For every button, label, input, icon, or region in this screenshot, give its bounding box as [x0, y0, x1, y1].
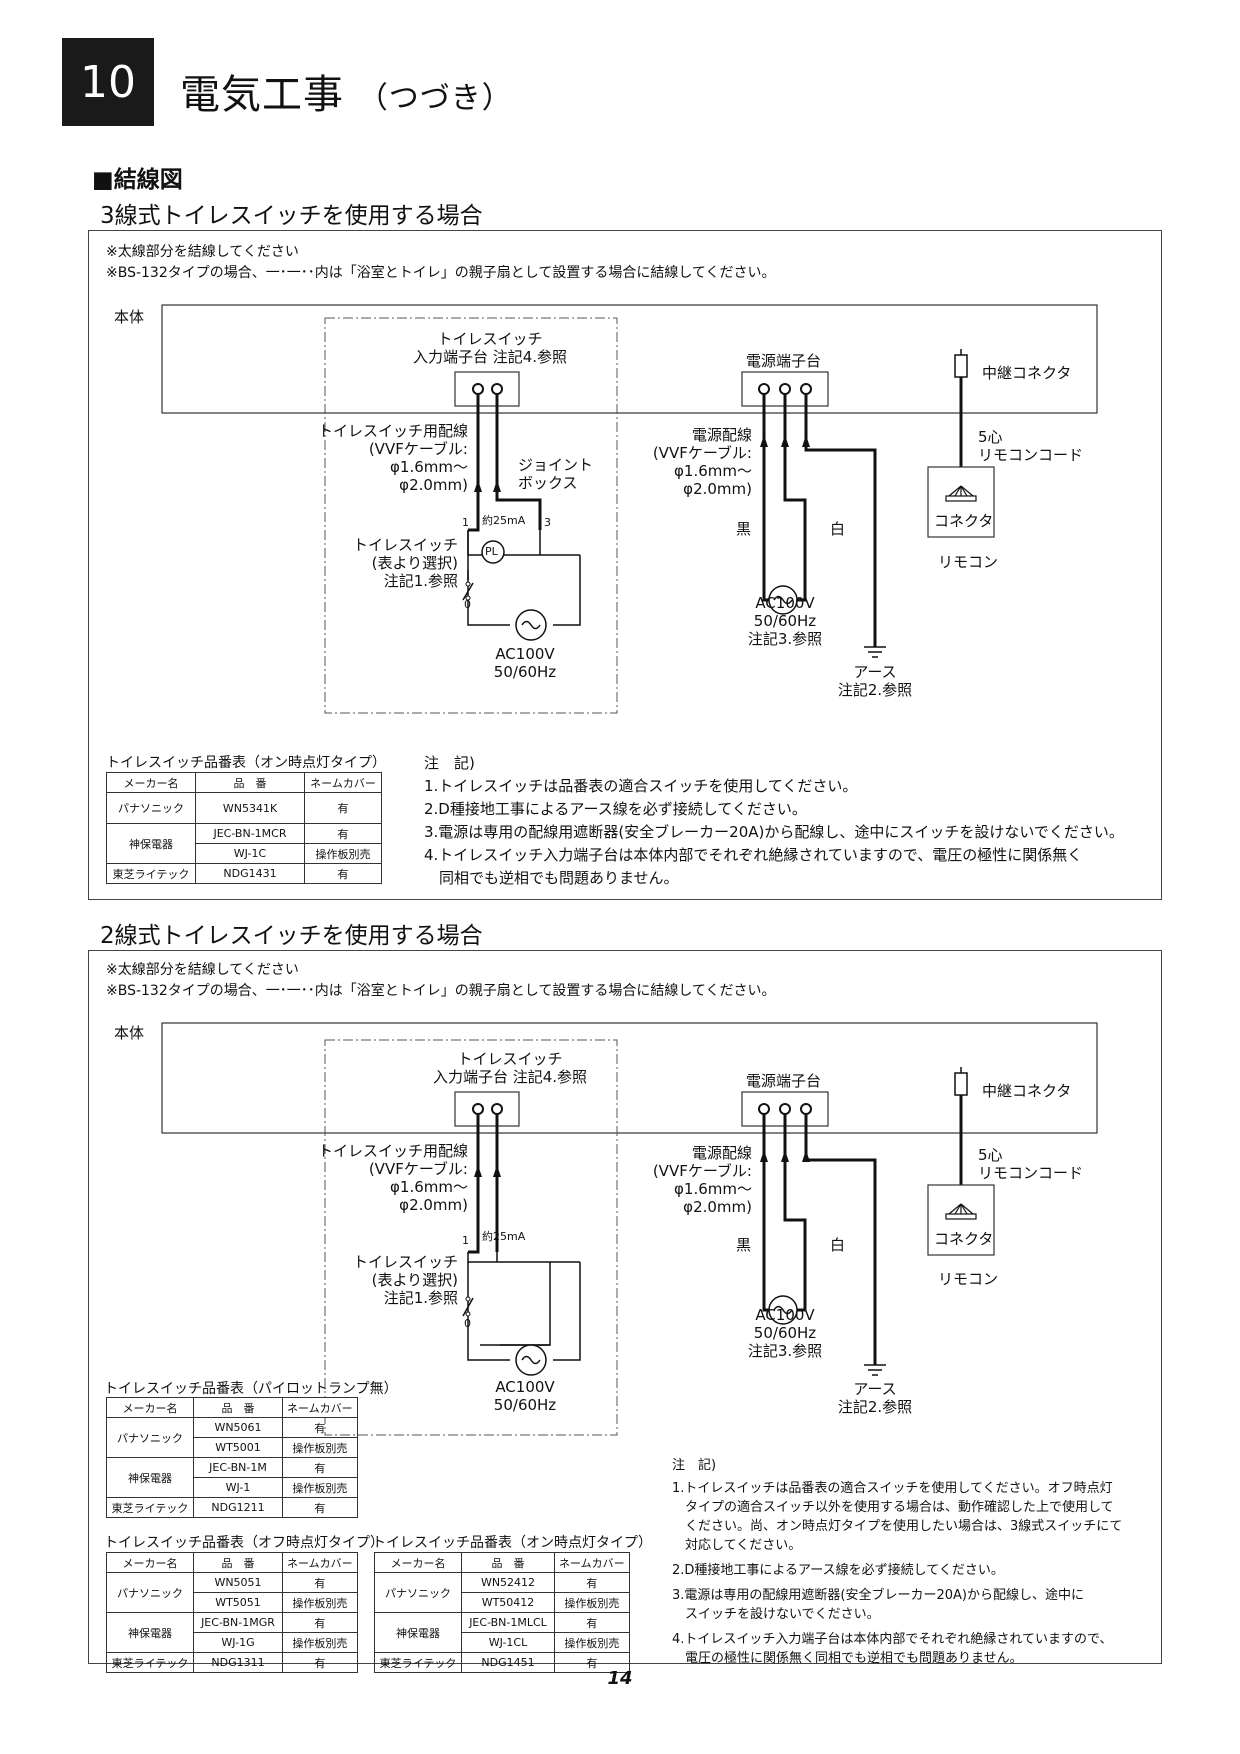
s2-power-wiring-label: 電源配線(VVFケーブル:φ1.6mm〜φ2.0mm) — [652, 1144, 752, 1216]
s1-table-caption: トイレスイッチ品番表（オン時点灯タイプ） — [106, 755, 386, 771]
s1-body-frame — [161, 304, 1098, 414]
s1-power-wiring-label: 電源配線(VVFケーブル:φ1.6mm〜φ2.0mm) — [652, 426, 752, 498]
s2-earth-label: アース注記2.参照 — [837, 1380, 913, 1416]
s1-terminal-3: 3 — [544, 516, 551, 529]
three-wire-title: 3線式トイレスイッチを使用する場合 — [100, 203, 483, 229]
wiring-diagram-heading: ■結線図 — [92, 167, 183, 193]
s2-ts-terminal-label: トイレスイッチ入力端子台 注記4.参照 — [432, 1050, 588, 1086]
s1-pilot-lamp: PL — [485, 545, 498, 558]
s1-note-bs132: ※BS-132タイプの場合、一･一･･内は「浴室とトイレ」の親子扇として設置する… — [106, 265, 776, 281]
s1-ts-terminal-label: トイレスイッチ入力端子台 注記4.参照 — [412, 330, 568, 366]
s1-joint-box-label: ジョイントボックス — [518, 456, 594, 492]
s2-current-label: 約25mA — [482, 1230, 526, 1243]
section-title-text: 電気工事 — [180, 72, 344, 118]
section-title-suffix: （つづき） — [357, 81, 513, 116]
s1-terminal-0: 0 — [464, 598, 471, 611]
s2-table-c-caption: トイレスイッチ品番表（オン時点灯タイプ） — [372, 1535, 652, 1551]
s1-earth-label: アース注記2.参照 — [837, 663, 913, 699]
page-number: 14 — [607, 1668, 633, 1689]
s2-connector-label: コネクタ — [934, 1230, 994, 1248]
s2-remote-label: リモコン — [938, 1270, 999, 1288]
s1-black-label: 黒 — [736, 520, 752, 538]
s2-note-bold-lines: ※太線部分を結線してください — [106, 962, 299, 978]
s1-power-terminal-label: 電源端子台 — [746, 352, 822, 370]
s2-note-bs132: ※BS-132タイプの場合、一･一･･内は「浴室とトイレ」の親子扇として設置する… — [106, 983, 776, 999]
s1-relay-label: 中継コネクタ — [982, 364, 1072, 382]
s1-toilet-switch-label: トイレスイッチ(表より選択)注記1.参照 — [352, 536, 458, 590]
s1-optional-zone — [324, 317, 618, 714]
s2-notes: 注 記) 1.トイレスイッチは品番表の適合スイッチを使用してください。オフ時点灯… — [672, 1458, 1123, 1666]
s1-connector-label: コネクタ — [934, 512, 994, 530]
s2-white-label: 白 — [830, 1236, 846, 1254]
s1-remote-label: リモコン — [938, 553, 999, 571]
s1-body-label: 本体 — [114, 308, 145, 326]
s1-ts-wiring-label: トイレスイッチ用配線(VVFケーブル:φ1.6mm〜φ2.0mm) — [317, 422, 468, 494]
s1-terminal-1: 1 — [462, 516, 469, 529]
s1-cord-label: 5心リモコンコード — [978, 428, 1084, 464]
s1-white-label: 白 — [830, 520, 846, 538]
s2-toilet-switch-label: トイレスイッチ(表より選択)注記1.参照 — [352, 1253, 458, 1307]
s2-terminal-1: 1 — [462, 1234, 469, 1247]
s2-table-a-caption: トイレスイッチ品番表（パイロットランプ無） — [104, 1381, 398, 1397]
section-title: 電気工事 （つづき） — [180, 62, 513, 120]
s1-notes: 注 記) 1.トイレスイッチは品番表の適合スイッチを使用してください。 2.D種… — [424, 754, 1124, 887]
s1-ts-terminal-block — [454, 371, 520, 407]
s2-power-terminal-label: 電源端子台 — [746, 1072, 822, 1090]
s1-current-label: 約25mA — [482, 514, 526, 527]
s2-ts-wiring-label: トイレスイッチ用配線(VVFケーブル:φ1.6mm〜φ2.0mm) — [317, 1142, 468, 1214]
two-wire-title: 2線式トイレスイッチを使用する場合 — [100, 923, 483, 949]
s2-terminal-0: 0 — [464, 1317, 471, 1330]
s1-remote-box — [927, 466, 995, 538]
s1-note-bold-lines: ※太線部分を結線してください — [106, 244, 299, 260]
s2-body-label: 本体 — [114, 1024, 145, 1042]
s2-relay-label: 中継コネクタ — [982, 1082, 1072, 1100]
s2-table-b-caption: トイレスイッチ品番表（オフ時点灯タイプ） — [104, 1535, 384, 1551]
three-wire-panel — [88, 230, 1162, 900]
section-number: 10 — [62, 38, 154, 126]
s2-black-label: 黒 — [736, 1236, 752, 1254]
s2-cord-label: 5心リモコンコード — [978, 1146, 1084, 1182]
